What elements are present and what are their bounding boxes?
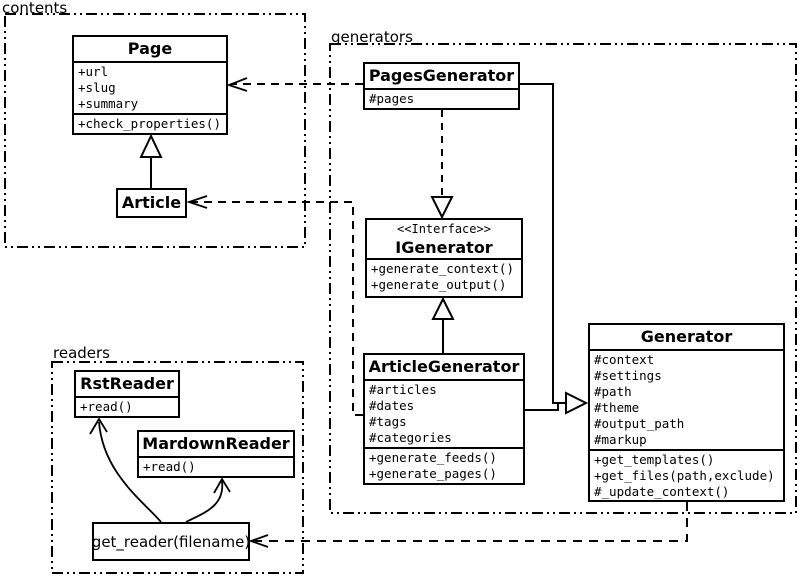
- attributes-compartment: #context #settings #path #theme #output_…: [590, 349, 783, 449]
- method-line: +get_files(path,exclude): [594, 468, 775, 483]
- class-title: Article: [121, 193, 182, 212]
- attributes-compartment: #articles #dates #tags #categories: [365, 379, 523, 447]
- class-articlegenerator: ArticleGenerator #articles #dates #tags …: [363, 353, 525, 485]
- method-line: +generate_context(): [371, 261, 514, 276]
- arrow-getreader-to-rstreader: [89, 417, 162, 523]
- class-article: Article: [116, 188, 187, 218]
- attribute-line: #output_path: [594, 416, 685, 431]
- class-title: PagesGenerator: [368, 66, 515, 85]
- class-page: Page +url +slug +summary +check_properti…: [72, 35, 228, 135]
- attribute-line: #articles: [369, 382, 437, 397]
- attribute-line: #categories: [369, 430, 452, 445]
- class-rstreader: RstReader +read(): [74, 370, 180, 418]
- package-frame-readers: [51, 361, 304, 574]
- function-label: get_reader(filename): [91, 532, 251, 551]
- methods-compartment: +read(): [76, 396, 178, 416]
- class-pagesgenerator: PagesGenerator #pages: [363, 62, 520, 110]
- methods-compartment: +generate_context() +generate_output(): [367, 258, 521, 294]
- method-line: +read(): [80, 399, 133, 414]
- attribute-line: +url: [78, 64, 109, 79]
- package-label-contents: contents: [2, 0, 68, 17]
- dependency-arrow-pagesgenerator-to-page: [226, 77, 363, 92]
- function-box-get-reader: get_reader(filename): [92, 522, 250, 561]
- attribute-line: #tags: [369, 414, 407, 429]
- attributes-compartment: #pages: [365, 88, 518, 108]
- package-label-readers: readers: [53, 344, 110, 362]
- class-title: ArticleGenerator: [368, 357, 520, 376]
- attribute-line: #theme: [594, 400, 640, 415]
- methods-compartment: +generate_feeds() +generate_pages(): [365, 447, 523, 483]
- method-line: +get_templates(): [594, 452, 715, 467]
- inheritance-arrow-articlegenerator-to-igenerator: [431, 296, 455, 353]
- dependency-arrow-articlegenerator-to-article: [186, 195, 363, 416]
- class-title: <<Interface>> IGenerator: [367, 220, 521, 258]
- inheritance-arrow-article-to-page: [139, 133, 163, 188]
- class-igenerator: <<Interface>> IGenerator +generate_conte…: [365, 218, 523, 298]
- methods-compartment: +get_templates() +get_files(path,exclude…: [590, 449, 783, 500]
- method-line: +generate_pages(): [369, 466, 497, 481]
- method-line: +read(): [143, 459, 196, 474]
- package-label-generators: generators: [331, 28, 413, 46]
- methods-compartment: +check_properties(): [74, 113, 226, 133]
- class-title: Page: [127, 39, 173, 58]
- attributes-compartment: +url +slug +summary: [74, 61, 226, 113]
- method-line: +generate_output(): [371, 277, 507, 292]
- class-mardownreader: MardownReader +read(): [137, 430, 295, 478]
- class-title: RstReader: [80, 374, 174, 393]
- method-line: +generate_feeds(): [369, 450, 497, 465]
- arrow-getreader-to-mardownreader: [185, 477, 231, 523]
- method-line: +check_properties(): [78, 116, 221, 131]
- attribute-line: #dates: [369, 398, 415, 413]
- class-name: IGenerator: [395, 238, 493, 257]
- attribute-line: +summary: [78, 96, 139, 111]
- attribute-line: +slug: [78, 80, 116, 95]
- class-generator: Generator #context #settings #path #them…: [588, 323, 785, 502]
- package-frame-contents: [4, 13, 306, 248]
- dependency-arrow-generator-to-getreader: [248, 502, 688, 548]
- class-title: MardownReader: [142, 434, 290, 453]
- realization-arrow-pagesgenerator-to-igenerator: [430, 110, 454, 220]
- attribute-line: #pages: [369, 91, 415, 106]
- attribute-line: #markup: [594, 432, 647, 447]
- class-title: Generator: [640, 327, 733, 346]
- attribute-line: #context: [594, 352, 655, 367]
- stereotype-label: <<Interface>>: [397, 222, 491, 236]
- methods-compartment: +read(): [139, 456, 293, 476]
- inheritance-arrows-to-generator: [520, 83, 589, 415]
- attribute-line: #path: [594, 384, 632, 399]
- package-frame-generators: [329, 43, 797, 514]
- attribute-line: #settings: [594, 368, 662, 383]
- method-line: #_update_context(): [594, 484, 730, 499]
